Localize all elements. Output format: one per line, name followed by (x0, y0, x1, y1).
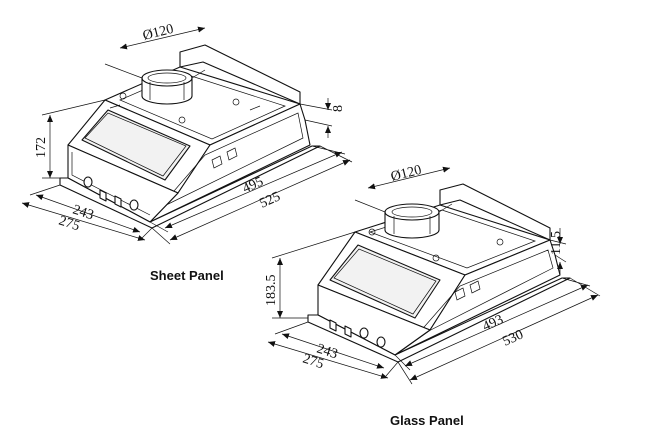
bottom-wid-inner-label: 243 (315, 342, 340, 363)
top-wid-outer-label: 275 (57, 214, 82, 235)
top-wid-inner-label: 243 (71, 203, 96, 224)
top-duct-label: Ø120 (141, 22, 175, 44)
duct-collar (384, 203, 440, 239)
sheet-panel-dimensions: Ø120 172 8 495 525 243 275 (21, 22, 353, 245)
sheet-panel-caption: Sheet Panel (150, 268, 224, 283)
glass-panel-caption: Glass Panel (390, 413, 464, 428)
bottom-wid-outer-label: 275 (301, 352, 326, 373)
duct-collar (141, 69, 193, 105)
top-height-label: 172 (34, 137, 49, 158)
bottom-duct-label: Ø120 (389, 163, 423, 185)
top-len-outer-label: 525 (258, 189, 283, 211)
bottom-len-outer-label: 530 (501, 327, 526, 349)
top-lip-label: 8 (331, 105, 346, 112)
bottom-height-label: 183.5 (264, 275, 279, 307)
bottom-lip-label: 11.5 (549, 231, 564, 255)
glass-panel-hood (307, 183, 571, 363)
